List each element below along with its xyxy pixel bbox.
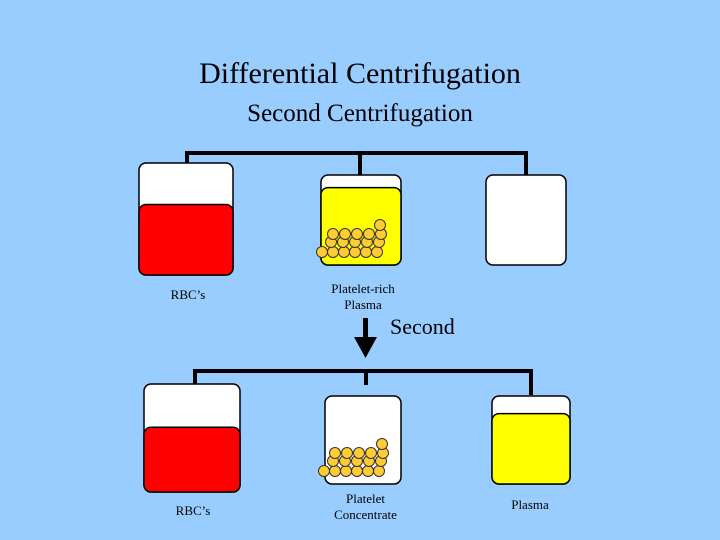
bottom-platelet-concentrate-tube-platelet (329, 465, 341, 477)
bottom-plasma-tube-liquid (491, 412, 571, 485)
bottom-platelet-concentrate-tube-platelet (373, 465, 385, 477)
top-platelet-rich-plasma-tube-platelet (351, 228, 363, 240)
page-subtitle: Second Centrifugation (247, 100, 473, 127)
bottom-platelet-concentrate-tube-platelet (340, 465, 352, 477)
top-platelet-rich-plasma-tube-platelet (339, 228, 351, 240)
top-platelet-rich-plasma-tube-platelet (349, 246, 361, 258)
bottom-platelet-concentrate-tube-platelet (376, 438, 388, 450)
down-arrow-icon (354, 318, 377, 358)
top-platelet-rich-plasma-tube-platelet (327, 246, 339, 258)
top-platelet-rich-plasma-label: Platelet-rich Plasma (331, 281, 395, 312)
top-empty-tube-body (485, 174, 567, 266)
top-platelet-rich-plasma-tube-platelet (327, 228, 339, 240)
second-step-label: Second (390, 314, 455, 339)
bottom-platelet-concentrate-label: Platelet Concentrate (334, 491, 397, 522)
bottom-plasma-label: Plasma (511, 497, 549, 512)
bottom-platelet-concentrate-tube-platelet (353, 447, 365, 459)
top-platelet-rich-plasma-tube-platelet (316, 246, 328, 258)
bottom-rbc-tube-liquid (143, 426, 241, 493)
top-platelet-rich-plasma-tube-platelet (363, 228, 375, 240)
top-connector (185, 151, 528, 178)
bottom-platelet-concentrate-tube-platelet (365, 447, 377, 459)
bottom-platelet-concentrate-tube-platelet (351, 465, 363, 477)
bottom-rbc-label: RBC’s (175, 503, 211, 518)
bottom-platelet-concentrate-tube-platelet (341, 447, 353, 459)
bottom-platelet-concentrate-tube-platelet (318, 465, 330, 477)
bottom-platelet-concentrate-tube-platelet (362, 465, 374, 477)
top-platelet-rich-plasma-tube-platelet (360, 246, 372, 258)
page-title: Differential Centrifugation (199, 57, 521, 90)
top-platelet-rich-plasma-tube-platelet (374, 219, 386, 231)
bottom-connector (193, 369, 533, 395)
bottom-platelet-concentrate-tube-platelet (329, 447, 341, 459)
top-platelet-rich-plasma-tube-platelet (371, 246, 383, 258)
top-rbc-tube-liquid (138, 203, 234, 276)
top-platelet-rich-plasma-tube-platelet (338, 246, 350, 258)
top-rbc-label: RBC’s (170, 287, 206, 302)
